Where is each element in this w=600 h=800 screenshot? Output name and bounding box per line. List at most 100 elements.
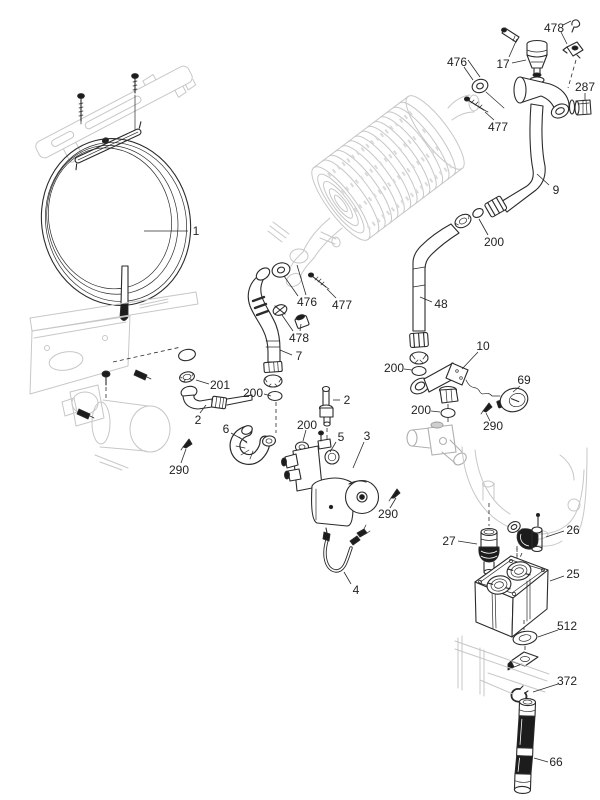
part-label-200-25: 200	[384, 361, 404, 375]
leader-line-477	[326, 288, 337, 299]
leader-line-476	[467, 59, 481, 78]
leader-line-290	[485, 412, 491, 422]
washer-200-a	[472, 208, 484, 218]
pipe-9-nut	[484, 195, 508, 218]
washer-512	[512, 630, 538, 646]
part-label-6-16: 6	[223, 422, 230, 436]
part-label-7-12: 7	[296, 349, 303, 363]
leader-line-476	[463, 66, 474, 81]
fixing-screw-a	[133, 369, 152, 381]
part-label-2-18: 2	[344, 393, 351, 407]
part-label-200-7: 200	[484, 235, 504, 249]
leader-line-200	[403, 368, 413, 371]
part-label-3-20: 3	[364, 429, 371, 443]
part-label-69-26: 69	[517, 373, 531, 387]
leader-line-2	[199, 404, 207, 414]
screw-477-top	[463, 96, 489, 113]
left-mounting-rail-ghost	[29, 291, 199, 395]
top-mounting-plate-ghost	[35, 65, 197, 163]
coupling-287	[574, 99, 592, 116]
leader-line-201	[195, 379, 210, 385]
leader-line-478	[560, 31, 568, 45]
plate-screw-left	[77, 93, 85, 125]
leader-line-476	[296, 264, 307, 296]
leader-line-290	[389, 497, 397, 509]
part-label-476-9: 476	[297, 295, 317, 309]
clip-372	[510, 685, 529, 703]
washer-200-b	[411, 365, 427, 377]
leader-line-7	[279, 349, 293, 356]
pipe-9	[472, 103, 546, 218]
coil-left-elbow-ghost	[267, 94, 480, 288]
leader-line-27	[457, 540, 478, 545]
part-label-10-24: 10	[476, 339, 490, 353]
trap-bracket	[507, 646, 539, 671]
trap-boss-right	[506, 561, 532, 581]
trap-boss-left	[486, 575, 512, 595]
leader-line-512	[537, 629, 559, 638]
grommet-476-mid	[271, 262, 291, 278]
leader-line-478	[299, 323, 302, 332]
part-label-200-15: 200	[243, 386, 263, 400]
condensate-trap-25	[474, 546, 549, 638]
clip-478-mid	[272, 304, 310, 329]
gauge-5	[324, 449, 340, 465]
part-label-200-27: 200	[411, 403, 431, 417]
screw-477-mid	[307, 272, 330, 290]
part-label-27-29: 27	[442, 534, 456, 548]
hose-6	[229, 425, 277, 465]
part-label-200-17: 200	[297, 418, 317, 432]
part-label-48-8: 48	[434, 297, 448, 311]
pressure-gauge-69	[496, 387, 529, 413]
fixing-screw-b	[76, 408, 95, 420]
leader-line-478	[281, 314, 294, 332]
part-label-478-1: 478	[544, 21, 564, 35]
part-label-201-13: 201	[210, 378, 230, 392]
clip-290-left	[180, 438, 193, 451]
part-label-287-4: 287	[575, 80, 595, 94]
leader-line-200	[302, 429, 307, 442]
leader-line-26	[545, 530, 565, 538]
pipe-48	[409, 213, 472, 377]
part-label-476-2: 476	[447, 55, 467, 69]
leader-line-17	[508, 38, 518, 58]
part-label-478-11: 478	[289, 331, 309, 345]
leader-line-4	[343, 571, 352, 585]
part-label-290-22: 290	[378, 507, 398, 521]
washer-201	[179, 371, 195, 383]
leader-line-476	[283, 275, 299, 297]
part-label-2-14: 2	[195, 413, 202, 427]
part-label-512-32: 512	[557, 619, 577, 633]
part-label-372-33: 372	[557, 674, 577, 688]
retaining-bracket	[74, 121, 142, 171]
pipe-2-center	[318, 385, 334, 444]
condensate-elbow-26	[507, 512, 543, 561]
leader-line-10	[461, 351, 479, 370]
leader-line-290	[180, 448, 187, 464]
heat-exchanger-ghost	[311, 95, 465, 241]
part-label-4-23: 4	[353, 583, 360, 597]
leader-line-3	[352, 441, 365, 469]
gauge-capillary	[465, 379, 501, 397]
clips-478-top	[562, 19, 584, 89]
part-label-5-19: 5	[338, 430, 345, 444]
leader-line-372	[532, 683, 559, 693]
drain-hose-66	[513, 698, 537, 794]
part-label-25-31: 25	[566, 567, 580, 581]
washer-200-c	[440, 407, 456, 419]
plate-screw-right	[131, 73, 139, 131]
union-stack-201	[112, 346, 198, 399]
diverter-valve-ghost	[406, 421, 467, 466]
pump-in-place-ghost	[61, 384, 171, 471]
manifold-10	[410, 362, 501, 426]
leader-line-478	[562, 20, 572, 26]
leader-line-48	[419, 296, 433, 303]
sensor-pocket	[120, 265, 129, 305]
leader-line-200	[478, 218, 489, 236]
part-label-9-6: 9	[553, 183, 560, 197]
frame-rails-ghost	[454, 635, 550, 697]
leader-line-69	[512, 385, 521, 393]
part-label-290-21: 290	[169, 463, 189, 477]
